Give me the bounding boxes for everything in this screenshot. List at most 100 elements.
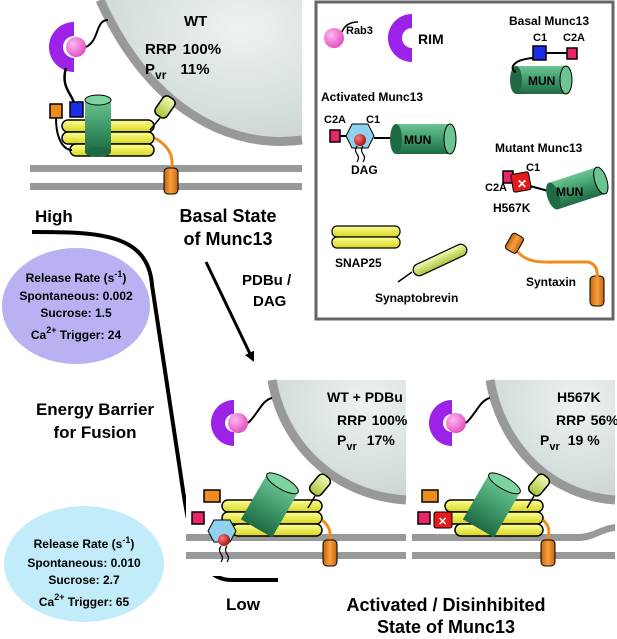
legend-basal-c1-icon	[532, 45, 547, 61]
wt-rab3-tether	[85, 19, 109, 48]
basal-rate-ellipse	[2, 248, 150, 364]
basal-rate-exp: -1	[114, 269, 122, 279]
activated-sucrose: Sucrose: 2.7	[48, 573, 120, 587]
panel-wt-pdbu: WT + PDBu RRP 100% Pvr 17%	[186, 379, 408, 576]
legend-activated-mun-icon	[390, 123, 457, 155]
h567k-rab3	[446, 413, 466, 433]
wt-c1-basal	[69, 101, 84, 118]
wt-rrp-label: RRP	[145, 41, 177, 58]
basal-ca-prefix: Ca	[31, 328, 47, 342]
wt-title: WT	[184, 13, 207, 30]
h567k-syntaxin	[540, 539, 556, 567]
pdbu-plasma-membrane-bottom	[186, 552, 406, 559]
legend-activated-c2a-label: C2A	[324, 114, 346, 126]
h567k-pvr-sub: vr	[549, 441, 560, 453]
legend-dag-icon	[354, 134, 366, 146]
legend-rab3-icon	[324, 28, 344, 48]
legend-snap25-label: SNAP25	[335, 256, 382, 270]
svg-text:Ca2+ Trigger: 65: Ca2+ Trigger: 65	[39, 592, 130, 609]
wt-syntaxin	[163, 167, 179, 195]
h567k-c2a-orange	[421, 489, 439, 503]
legend-box: Rab3 RIM Basal Munc13 C1 C2A MUN Activat…	[314, 0, 615, 321]
activated-state-line2: State of Munc13	[377, 617, 515, 637]
legend-mutant-mun-icon	[546, 166, 609, 210]
legend-basal-title: Basal Munc13	[509, 14, 589, 28]
pdbu-pvr-label: P	[337, 432, 346, 448]
transition-arrow	[204, 261, 255, 362]
wt-pvr-sub: vr	[155, 68, 167, 82]
activated-rate-exp: -1	[122, 535, 130, 545]
wt-c2a-linker	[55, 117, 73, 151]
activated-ca-prefix: Ca	[39, 595, 55, 609]
wt-rim	[48, 21, 74, 72]
h567k-pvr-label: P	[540, 432, 549, 448]
activated-state-line1: Activated / Disinhibited	[346, 595, 545, 615]
pdbu-vesicle	[272, 380, 406, 500]
panel-wt: WT RRP 100% Pvr 11%	[30, 0, 303, 200]
wt-vesicle-membrane	[95, 0, 303, 146]
h567k-c1-mutant	[433, 511, 453, 529]
basal-spontaneous: Spontaneous: 0.002	[19, 289, 133, 303]
arrow-label-line2: DAG	[253, 293, 286, 310]
legend-synaptobrevin-icon	[412, 243, 468, 277]
wt-pvr-value: 11%	[180, 61, 209, 78]
h567k-vesicle-membrane	[485, 379, 616, 505]
wt-pvr-label: P	[145, 61, 155, 78]
basal-ca-exp: 2+	[46, 325, 56, 335]
pdbu-rrp-value: 100%	[372, 412, 408, 428]
pdbu-vesicle-membrane	[267, 379, 407, 505]
activated-rate-close: )	[130, 537, 134, 551]
pdbu-c2a-orange	[203, 489, 221, 503]
legend-activated-mun-label: MUN	[404, 133, 431, 147]
legend-basal-mun-label: MUN	[528, 74, 555, 88]
svg-text:Release Rate (s-1): Release Rate (s-1)	[34, 535, 135, 551]
basal-rate-header: Release Rate (s	[26, 271, 115, 285]
pdbu-title: WT + PDBu	[327, 389, 403, 405]
activated-ca-exp: 2+	[54, 592, 64, 602]
pdbu-pvr-value: 17%	[367, 432, 396, 448]
h567k-c2a	[417, 511, 431, 525]
pdbu-syntaxin	[322, 539, 338, 567]
legend-mutant-c1-icon	[510, 171, 532, 193]
legend-rim-label: RIM	[418, 31, 444, 47]
legend-activated-c2a-icon	[329, 129, 341, 143]
pdbu-rrp-label: RRP	[337, 412, 367, 428]
legend-mutant-c1-label: C1	[526, 162, 540, 174]
pdbu-pvr-sub: vr	[346, 441, 357, 453]
energy-barrier-line1: Energy Barrier	[36, 400, 154, 419]
h567k-title: H567K	[557, 389, 601, 405]
wt-rrp-value: 100%	[183, 41, 221, 58]
basal-rate-close: )	[122, 271, 126, 285]
legend-mutation-label: H567K	[493, 201, 531, 215]
energy-barrier-line2: for Fusion	[53, 423, 136, 442]
legend-frame	[314, 0, 615, 321]
legend-mutant-title: Mutant Munc13	[495, 141, 583, 155]
h567k-synaptobrevin	[527, 473, 551, 497]
wt-mun-domain	[84, 94, 112, 157]
high-label: High	[35, 207, 73, 226]
legend-syntaxin-tm-icon	[589, 275, 605, 307]
legend-mutant-c2a-label: C2A	[485, 182, 507, 194]
legend-mutant-mun-label: MUN	[556, 185, 583, 199]
basal-state-line2: of Munc13	[183, 229, 272, 249]
pdbu-c1-activated	[207, 519, 237, 543]
h567k-plasma-membrane-bottom	[412, 552, 615, 559]
wt-synaptobrevin	[154, 95, 176, 119]
pdbu-dag	[218, 534, 230, 546]
h567k-mun-domain	[462, 472, 521, 538]
h567k-pvr-value: 19 %	[568, 432, 600, 448]
legend-activated-title: Activated Munc13	[321, 90, 423, 104]
wt-vesicle	[100, 0, 302, 144]
legend-syntaxin-head-icon	[504, 232, 524, 254]
legend-basal-c1-label: C1	[533, 32, 547, 44]
pdbu-synaptobrevin	[308, 473, 332, 497]
